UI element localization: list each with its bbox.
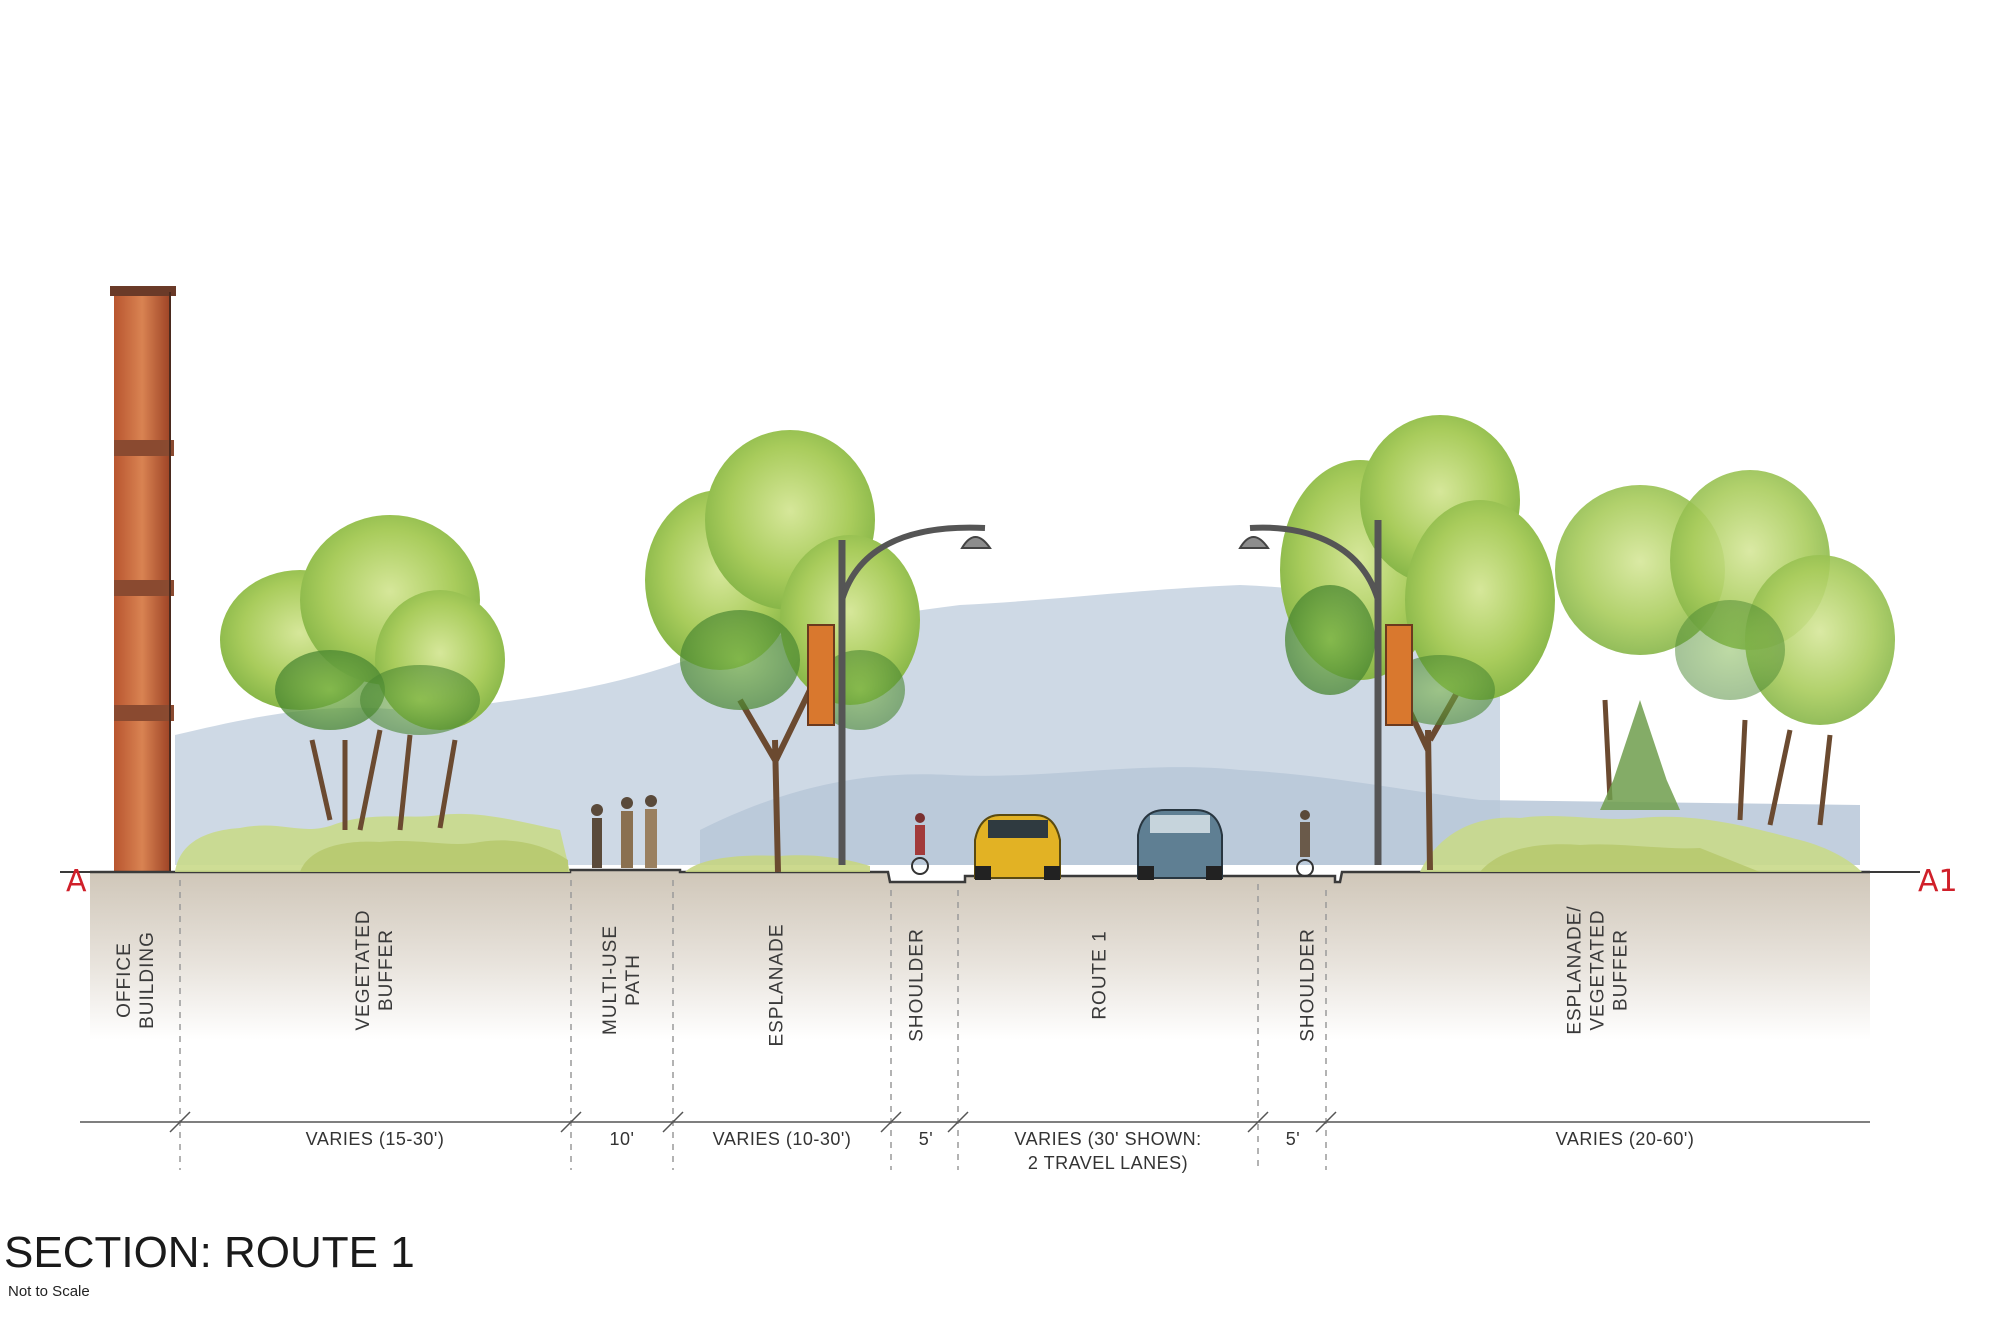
street-light-left <box>807 524 992 865</box>
pedestrians <box>591 795 657 868</box>
dimension-line <box>80 1111 1870 1133</box>
dimension-shoulder-left: 5' <box>918 1129 934 1149</box>
office-building <box>110 286 176 872</box>
dimension-esplanade-vegetated-buffer: VARIES (20-60') <box>1555 1129 1695 1149</box>
tree-east-2 <box>1555 470 1895 826</box>
ground-section <box>60 868 1920 1040</box>
street-light-right <box>1238 520 1413 865</box>
cyclist-right <box>1296 810 1314 877</box>
section-marker-left: A <box>66 864 87 899</box>
car-blue <box>1137 809 1223 880</box>
tree-esplanade <box>645 430 920 873</box>
dimension-esplanade: VARIES (10-30') <box>712 1129 852 1149</box>
section-title: SECTION: ROUTE 1 <box>4 1228 415 1277</box>
section-marker-right: A1 <box>1918 864 1958 899</box>
dimension-route-1: VARIES (30' SHOWN: 2 TRAVEL LANES) <box>1014 1129 1202 1173</box>
tree-vegetated-buffer <box>220 515 505 831</box>
shrub-beds <box>175 813 1862 872</box>
car-yellow <box>974 814 1061 880</box>
cyclist-left <box>911 813 929 875</box>
dimension-vegetated-buffer: VARIES (15-30') <box>305 1129 445 1149</box>
dimension-shoulder-right: 5' <box>1285 1129 1301 1149</box>
scale-note: Not to Scale <box>8 1283 90 1300</box>
dimension-multi-use-path: 10' <box>609 1129 635 1149</box>
